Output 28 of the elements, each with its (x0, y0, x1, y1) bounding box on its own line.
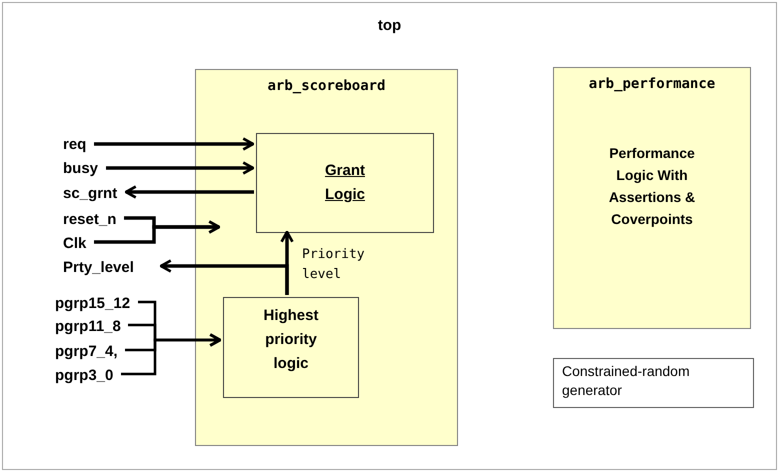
module-description: Performance Logic With Assertions & Coverpoints (608, 144, 696, 229)
generator-box (553, 358, 754, 408)
arrow (160, 259, 289, 295)
arrow (94, 137, 254, 151)
signal-label: pgrp7_4, (55, 340, 121, 362)
module-box (195, 69, 458, 446)
block-label: Highest priority logic (262, 306, 320, 374)
arrow (121, 333, 222, 376)
module-title: arb_scoreboard (267, 77, 386, 96)
logic-block (223, 297, 359, 398)
signal-label: pgrp15_12 (55, 292, 134, 314)
arrow (94, 220, 220, 244)
block-label: Grant Logic (324, 161, 366, 205)
module-box (553, 67, 751, 329)
signal-label: pgrp3_0 (55, 364, 117, 386)
arrow (106, 161, 254, 175)
signal-label: Prty_level (63, 256, 137, 278)
signal-label: pgrp11_8 (55, 315, 124, 337)
signal-label: sc_grnt (63, 182, 121, 204)
module-title: arb_performance (588, 75, 716, 94)
signal-label: Clk (63, 232, 90, 254)
signal-label: busy (63, 157, 101, 179)
signal-label: reset_n (63, 208, 120, 230)
logic-block (256, 133, 434, 233)
arrow (124, 185, 254, 199)
block-label: Constrained-random generator (562, 362, 691, 400)
signal-label: req (63, 133, 89, 155)
frame-title: top (378, 16, 402, 36)
